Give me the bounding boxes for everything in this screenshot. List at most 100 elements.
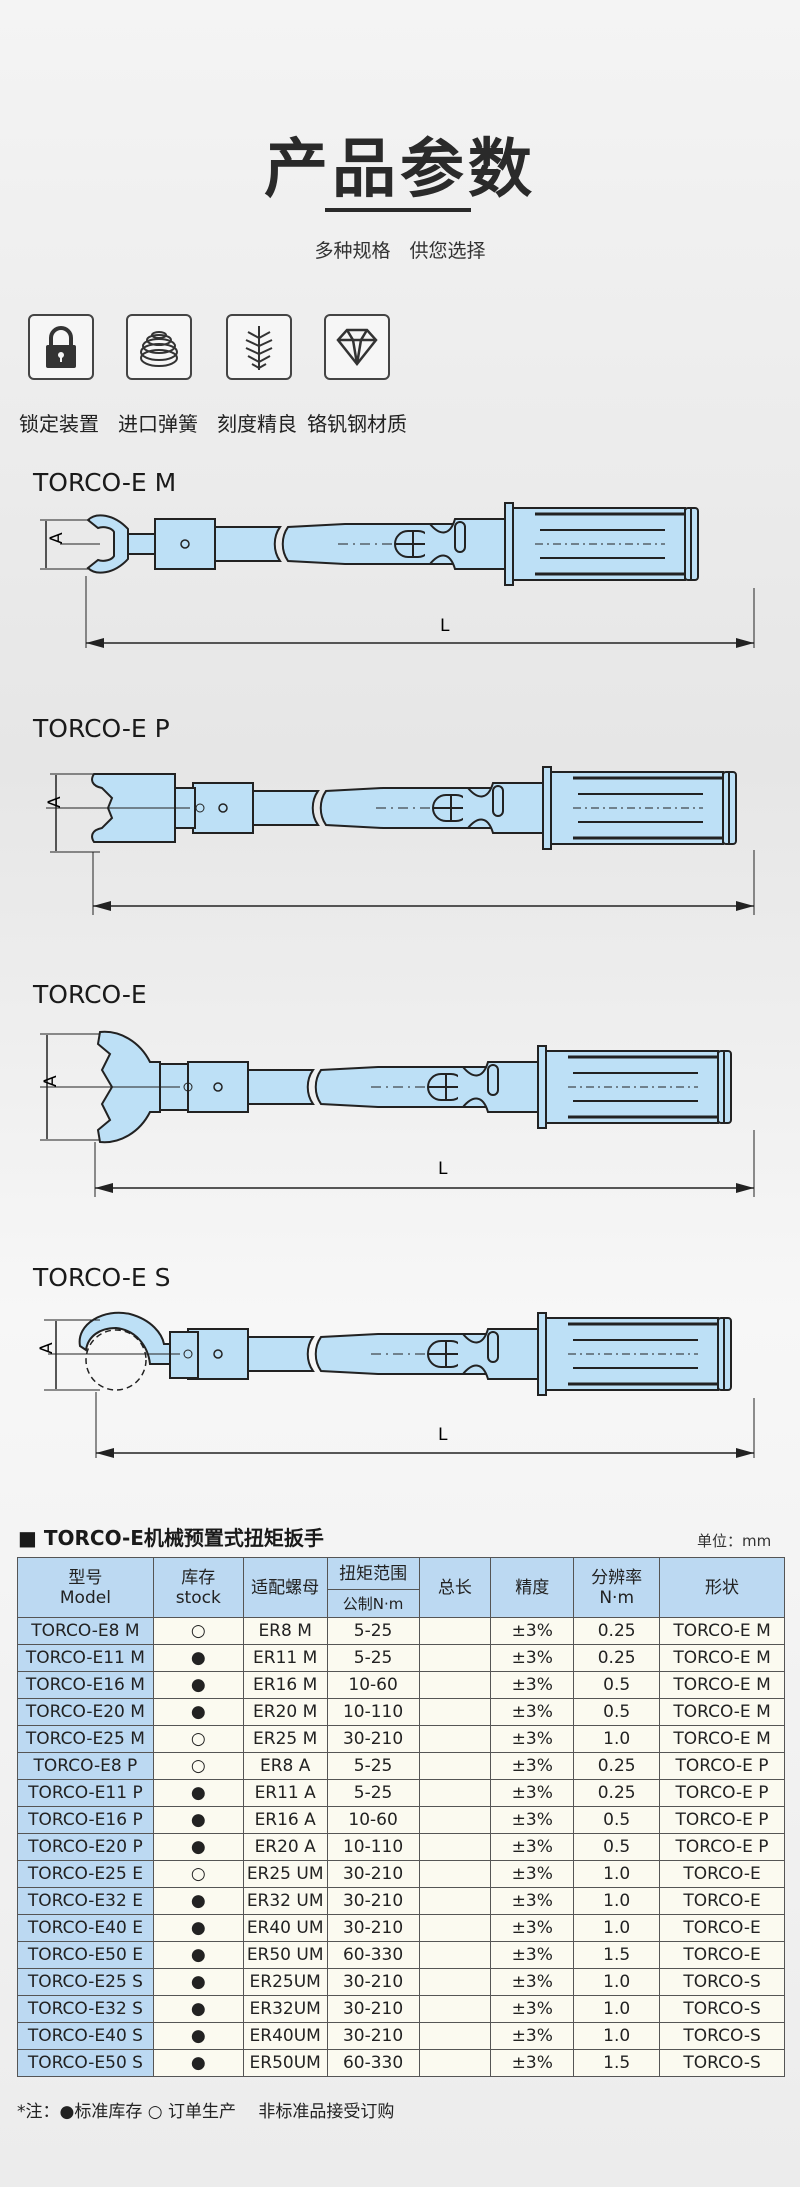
cell-screw: ER25 UM <box>242 1860 328 1888</box>
dimension-label-l: L <box>438 1425 448 1445</box>
lock-icon <box>28 314 94 380</box>
cell-model: TORCO-E40 E <box>17 1914 154 1942</box>
cell-model: TORCO-E16 M <box>17 1671 154 1699</box>
header-range: 扭矩范围 <box>326 1557 420 1590</box>
cell-range: 10-60 <box>326 1671 420 1699</box>
cell-screw: ER32UM <box>242 1995 328 2023</box>
feature-label-spring: 进口弹簧 <box>118 412 198 436</box>
table-footnote: *注：●标准库存 ○ 订单生产 非标准品接受订购 <box>17 2102 395 2122</box>
cell-screw: ER8 M <box>242 1617 328 1645</box>
square-bullet-icon: ■ <box>18 1526 44 1550</box>
cell-accuracy: ±3% <box>490 1617 575 1645</box>
dimension-label-l: L <box>440 616 450 636</box>
wrench-diagram-e: A L <box>40 1030 755 1197</box>
cell-model: TORCO-E25 E <box>17 1860 154 1888</box>
cell-accuracy: ±3% <box>490 1698 575 1726</box>
cell-shape: TORCO-E P <box>659 1752 785 1780</box>
cell-shape: TORCO-E M <box>659 1671 785 1699</box>
cell-resolution: 0.5 <box>573 1833 661 1861</box>
cell-resolution: 1.0 <box>573 1725 661 1753</box>
cell-stock: ● <box>152 1995 244 2023</box>
cell-resolution: 0.25 <box>573 1644 661 1672</box>
cell-screw: ER20 A <box>242 1833 328 1861</box>
cell-range: 30-210 <box>326 1995 420 2023</box>
cell-screw: ER8 A <box>242 1752 328 1780</box>
cell-accuracy: ±3% <box>490 1752 575 1780</box>
cell-resolution: 1.0 <box>573 1914 661 1942</box>
cell-shape: TORCO-E <box>659 1860 785 1888</box>
cell-range: 30-210 <box>326 2022 420 2050</box>
cell-screw: ER16 M <box>242 1671 328 1699</box>
diagram-title-e: TORCO-E <box>33 980 147 1009</box>
scale-marks-icon <box>226 314 292 380</box>
cell-shape: TORCO-E M <box>659 1617 785 1645</box>
feature-label-scale: 刻度精良 <box>217 412 297 436</box>
header-shape: 形状 <box>659 1557 785 1618</box>
cell-stock: ○ <box>152 1752 244 1780</box>
cell-screw: ER50UM <box>242 2049 328 2077</box>
cell-screw: ER20 M <box>242 1698 328 1726</box>
cell-accuracy: ±3% <box>490 1671 575 1699</box>
cell-length <box>418 2022 492 2050</box>
feature-label-lock: 锁定装置 <box>19 412 99 436</box>
cell-resolution: 1.0 <box>573 1968 661 1996</box>
cell-length <box>418 1968 492 1996</box>
diamond-icon <box>324 314 390 380</box>
cell-length <box>418 1860 492 1888</box>
cell-model: TORCO-E40 S <box>17 2022 154 2050</box>
cell-screw: ER40UM <box>242 2022 328 2050</box>
cell-length <box>418 1779 492 1807</box>
cell-accuracy: ±3% <box>490 1914 575 1942</box>
cell-shape: TORCO-E <box>659 1887 785 1915</box>
cell-length <box>418 1887 492 1915</box>
cell-resolution: 0.25 <box>573 1617 661 1645</box>
cell-shape: TORCO-E P <box>659 1779 785 1807</box>
cell-screw: ER50 UM <box>242 1941 328 1969</box>
cell-stock: ● <box>152 1644 244 1672</box>
cell-range: 10-110 <box>326 1698 420 1726</box>
cell-accuracy: ±3% <box>490 1725 575 1753</box>
cell-length <box>418 2049 492 2077</box>
cell-accuracy: ±3% <box>490 1968 575 1996</box>
cell-length <box>418 1725 492 1753</box>
cell-model: TORCO-E11 M <box>17 1644 154 1672</box>
cell-shape: TORCO-E M <box>659 1725 785 1753</box>
dimension-label-a: A <box>45 796 65 808</box>
cell-length <box>418 1698 492 1726</box>
cell-model: TORCO-E32 S <box>17 1995 154 2023</box>
cell-shape: TORCO-S <box>659 1968 785 1996</box>
cell-stock: ● <box>152 1833 244 1861</box>
cell-shape: TORCO-E M <box>659 1698 785 1726</box>
cell-stock: ● <box>152 1887 244 1915</box>
title-underline <box>325 208 471 212</box>
cell-accuracy: ±3% <box>490 1644 575 1672</box>
cell-resolution: 0.5 <box>573 1671 661 1699</box>
feature-label-material: 铬钒钢材质 <box>307 412 407 436</box>
cell-length <box>418 1752 492 1780</box>
cell-resolution: 1.0 <box>573 1995 661 2023</box>
cell-shape: TORCO-S <box>659 2022 785 2050</box>
cell-screw: ER25UM <box>242 1968 328 1996</box>
page-subtitle: 多种规格 供您选择 <box>314 240 486 262</box>
cell-stock: ● <box>152 2022 244 2050</box>
cell-range: 5-25 <box>326 1644 420 1672</box>
cell-screw: ER16 A <box>242 1806 328 1834</box>
cell-length <box>418 1941 492 1969</box>
cell-range: 60-330 <box>326 1941 420 1969</box>
cell-length <box>418 1833 492 1861</box>
cell-stock: ● <box>152 2049 244 2077</box>
cell-accuracy: ±3% <box>490 1779 575 1807</box>
